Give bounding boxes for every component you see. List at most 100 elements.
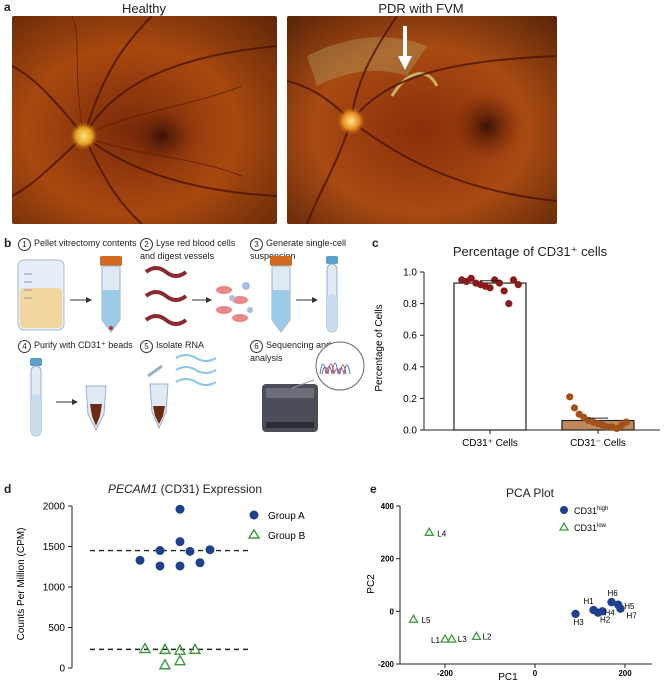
d-data-point [175,561,185,571]
e-y-tick-label: 0 [390,607,395,616]
panel-d-title: PECAM1 (CD31) Expression [60,482,310,496]
chromatogram-icon [291,341,365,391]
legend-group-a: Group A [268,511,305,522]
panel-e-label: e [370,482,377,496]
d-data-point [155,561,165,571]
d-data-point [185,546,195,556]
e-y-tick-label: 200 [381,555,395,564]
c-y-tick-label: 0.4 [403,362,417,373]
d-data-point [175,537,185,547]
e-y-tick-label: 400 [381,502,395,511]
e-point-label: L1 [431,636,440,645]
e-data-point [598,607,607,616]
c-data-point [486,284,494,292]
arrow-down-icon [398,26,412,70]
c-y-tick-label: 0.0 [403,426,417,437]
d-data-point [158,642,172,655]
e-data-point [607,597,616,607]
c-data-point [467,274,475,282]
legend-cd31-high: CD31high [574,506,608,516]
pecam1-expression-chart: Counts Per Million (CPM) 050010001500200… [16,502,306,675]
d-data-point [155,546,165,556]
c-data-point [622,418,630,426]
step-1-number: 1 [18,238,31,251]
panel-b-label: b [4,236,12,250]
panel-a-label: a [4,0,11,14]
c-data-point [514,281,522,289]
d-y-tick-label: 1500 [43,542,66,553]
d-y-tick-label: 500 [48,623,65,634]
e-point-label: H5 [624,602,635,611]
panel-a-left-title: Healthy [121,1,167,16]
vitrectomy-bag-icon [17,259,65,331]
c-x-tick-label: CD31⁻ Cells [570,438,626,449]
step-3-number: 3 [250,238,263,251]
panel-c-ylabel: Percentage of Cells [374,304,385,391]
e-point-label: H2 [600,616,611,625]
c-data-point [495,279,504,287]
d-data-point [173,654,187,666]
panel-d-title-rest: (CD31) Expression [157,482,263,496]
d-y-tick-label: 0 [59,664,65,675]
e-data-point [471,631,482,641]
c-data-point [509,276,518,284]
bead-tube-icon [30,358,42,437]
legend-group-b: Group B [268,531,306,542]
c-y-tick-label: 0.2 [403,394,417,405]
e-point-label: H1 [584,597,595,606]
panel-e-title: PCA Plot [505,486,555,500]
e-data-point [616,604,625,613]
panel-d-ylabel: Counts Per Million (CPM) [16,528,27,641]
d-data-point [158,658,172,670]
e-data-point [408,613,419,623]
workflow-illustration [10,254,370,444]
d-data-point [135,555,145,565]
small-tube-icon [326,256,338,333]
step-2-text: Lyse red blood cells and digest vessels [140,238,236,261]
c-x-tick-label: CD31⁺ Cells [462,438,518,449]
step-4-number: 4 [18,340,31,353]
step-5-number: 5 [140,340,153,353]
eppendorf-tube-icon [85,385,107,432]
d-data-point [175,504,185,514]
sequencer-icon [262,384,318,432]
panel-a-right-title: PDR with FVM [378,1,464,16]
e-x-tick-label: 200 [618,669,632,678]
step-4-text: Purify with CD31⁺ beads [34,340,133,350]
c-y-tick-label: 0.8 [403,299,417,310]
single-cells-icon [216,282,253,322]
suspension-tube-icon [270,256,292,333]
e-y-tick-label: -200 [378,660,395,669]
centrifuge-tube-icon [100,256,122,333]
d-y-tick-label: 1000 [43,583,66,594]
e-point-label: H6 [608,589,619,598]
legend-cd31-low-marker [558,521,570,531]
panel-e-xlabel: PC1 [498,672,518,682]
blood-vessel-icon [144,266,188,326]
d-data-point [138,642,152,654]
cd31-percentage-chart: Percentage of Cells 0.00.20.40.60.81.0 C… [374,268,660,449]
step-5-text: Isolate RNA [156,340,205,350]
panel-d-title-gene: PECAM1 [107,482,158,496]
e-data-point [439,633,451,643]
c-data-point [570,404,579,412]
e-point-label: H3 [574,618,585,627]
e-data-point [571,609,580,619]
e-point-label: L5 [422,616,431,625]
e-point-label: H4 [605,608,616,617]
fundus-image-healthy [12,16,277,224]
step-6-text: Sequencing and analysis [250,340,332,363]
step-2-number: 2 [140,238,153,251]
c-y-tick-label: 1.0 [403,268,417,279]
c-data-point [505,300,513,308]
step-1-text: Pellet vitrectomy contents [34,238,137,248]
fundus-image-pdr-fvm [287,16,557,224]
panel-c-title: Percentage of CD31⁺ cells [452,244,608,259]
legend-cd31-high-marker [560,506,568,514]
d-data-point [173,643,187,655]
c-data-point [500,287,508,295]
